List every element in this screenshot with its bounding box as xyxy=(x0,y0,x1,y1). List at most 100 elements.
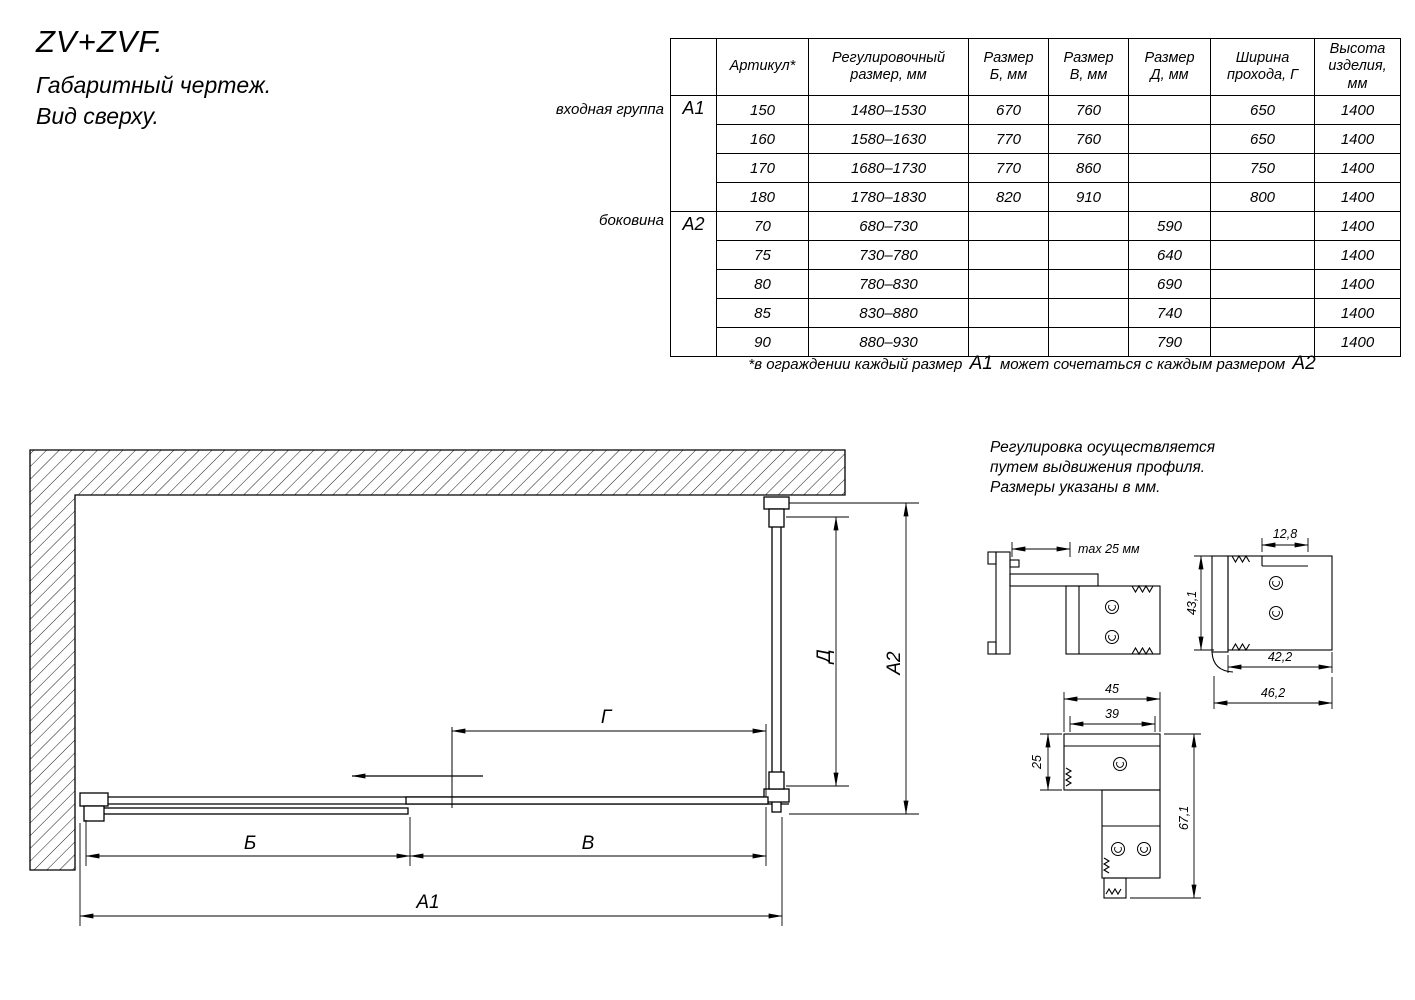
dim-45: 45 xyxy=(1105,682,1119,696)
detail-corner-dims xyxy=(1011,542,1071,557)
detail-door-dim-labels: 12,8 43,1 42,2 46,2 xyxy=(1185,527,1297,700)
sliding-door-glass xyxy=(405,796,769,805)
spec-cell: 1480–1530 xyxy=(808,95,969,125)
drawing-type-title: Габаритный чертеж. xyxy=(36,72,272,98)
spec-cell xyxy=(968,327,1049,357)
spec-cell: 770 xyxy=(968,124,1049,154)
spec-cell xyxy=(1048,298,1129,328)
dim-label-d: Д xyxy=(814,649,835,664)
dimension-labels: Б В Г А1 Д А2 xyxy=(244,649,905,913)
enclosure-plan xyxy=(79,496,790,822)
spec-cell: 1400 xyxy=(1314,327,1401,357)
view-title: Вид сверху. xyxy=(36,103,159,129)
group-code: А1 xyxy=(670,95,717,212)
spec-cell xyxy=(1210,327,1315,357)
dim-label-a2: А2 xyxy=(884,651,905,676)
spec-cell: 730–780 xyxy=(808,240,969,270)
adjustment-note: Регулировка осуществляется путем выдвиже… xyxy=(990,439,1215,496)
spec-header-cell: Ширина прохода, Г xyxy=(1210,38,1315,96)
spec-cell: 90 xyxy=(716,327,809,357)
model-title: ZV+ZVF. xyxy=(36,24,164,59)
spec-cell xyxy=(1048,211,1129,241)
table-footnote: *в ограждении каждый размер А1 может соч… xyxy=(670,353,1397,375)
footnote-a2: А2 xyxy=(1292,353,1316,374)
spec-header-cell: Регулировочный размер, мм xyxy=(808,38,969,96)
dim-12-8: 12,8 xyxy=(1273,527,1297,541)
spec-header-cell: Высота изделия, мм xyxy=(1314,38,1401,96)
spec-cell: 790 xyxy=(1128,327,1211,357)
note-line-1: Регулировка осуществляется xyxy=(990,439,1215,456)
spec-cell: 85 xyxy=(716,298,809,328)
spec-cell xyxy=(1210,269,1315,299)
profile-detail-corner xyxy=(987,551,1161,656)
footnote-text-1: *в ограждении каждый размер xyxy=(748,356,963,373)
drawing-title-block: ZV+ZVF. Габаритный чертеж. Вид сверху. xyxy=(36,24,271,130)
profile-detail-door xyxy=(1211,554,1333,673)
spec-cell xyxy=(968,211,1049,241)
side-panel-glass xyxy=(771,499,782,813)
detail-lower-dim-labels: 45 39 25 67,1 xyxy=(1030,682,1191,830)
dim-label-a1: А1 xyxy=(415,892,439,913)
dim-46-2: 46,2 xyxy=(1261,686,1285,700)
spec-cell: 750 xyxy=(1210,153,1315,183)
dim-label-v: В xyxy=(582,833,595,854)
spec-cell: 760 xyxy=(1048,95,1129,125)
note-line-3: Размеры указаны в мм. xyxy=(990,479,1160,496)
side-panel-wall-bracket xyxy=(763,496,790,510)
footnote-a1: А1 xyxy=(969,353,993,374)
front-wall-bracket xyxy=(79,792,109,807)
spec-cell: 1400 xyxy=(1314,153,1401,183)
spec-cell xyxy=(1048,269,1129,299)
spec-cell: 1780–1830 xyxy=(808,182,969,212)
spec-cell: 800 xyxy=(1210,182,1315,212)
spec-cell: 860 xyxy=(1048,153,1129,183)
spec-header-cell: Размер Д, мм xyxy=(1128,38,1211,96)
fixed-front-glass xyxy=(87,807,409,815)
spec-cell: 1580–1630 xyxy=(808,124,969,154)
group-code: А2 xyxy=(670,211,717,357)
spec-cell: 1400 xyxy=(1314,182,1401,212)
spec-cell: 75 xyxy=(716,240,809,270)
spec-cell xyxy=(1128,182,1211,212)
group-label-side: боковина xyxy=(599,212,664,229)
spec-cell: 1400 xyxy=(1314,298,1401,328)
spec-cell: 1400 xyxy=(1314,124,1401,154)
wall-section-hatched xyxy=(29,449,846,871)
spec-cell xyxy=(1210,211,1315,241)
detail-door-dims xyxy=(1194,538,1333,709)
note-line-2: путем выдвижения профиля. xyxy=(990,459,1205,476)
spec-cell: 640 xyxy=(1128,240,1211,270)
dimension-lines xyxy=(79,502,919,926)
dim-25: 25 xyxy=(1030,755,1044,770)
dim-43-1: 43,1 xyxy=(1185,591,1199,615)
group-label-entrance: входная группа xyxy=(555,101,664,118)
footnote-text-2: может сочетаться с каждым размером xyxy=(999,356,1286,373)
dim-42-2: 42,2 xyxy=(1268,650,1292,664)
detail-lower-dims xyxy=(1040,692,1201,899)
spec-cell xyxy=(1210,240,1315,270)
spec-cell: 780–830 xyxy=(808,269,969,299)
dim-39: 39 xyxy=(1105,707,1119,721)
profile-detail-lower xyxy=(1063,733,1161,899)
spec-cell: 880–930 xyxy=(808,327,969,357)
spec-header-cell: Размер Б, мм xyxy=(968,38,1049,96)
spec-cell: 680–730 xyxy=(808,211,969,241)
spec-cell xyxy=(1128,153,1211,183)
spec-header-cell: Размер В, мм xyxy=(1048,38,1129,96)
spec-cell: 160 xyxy=(716,124,809,154)
spec-cell: 170 xyxy=(716,153,809,183)
spec-cell: 1400 xyxy=(1314,95,1401,125)
spec-cell xyxy=(1048,327,1129,357)
dim-max25: max 25 мм xyxy=(1078,542,1140,556)
